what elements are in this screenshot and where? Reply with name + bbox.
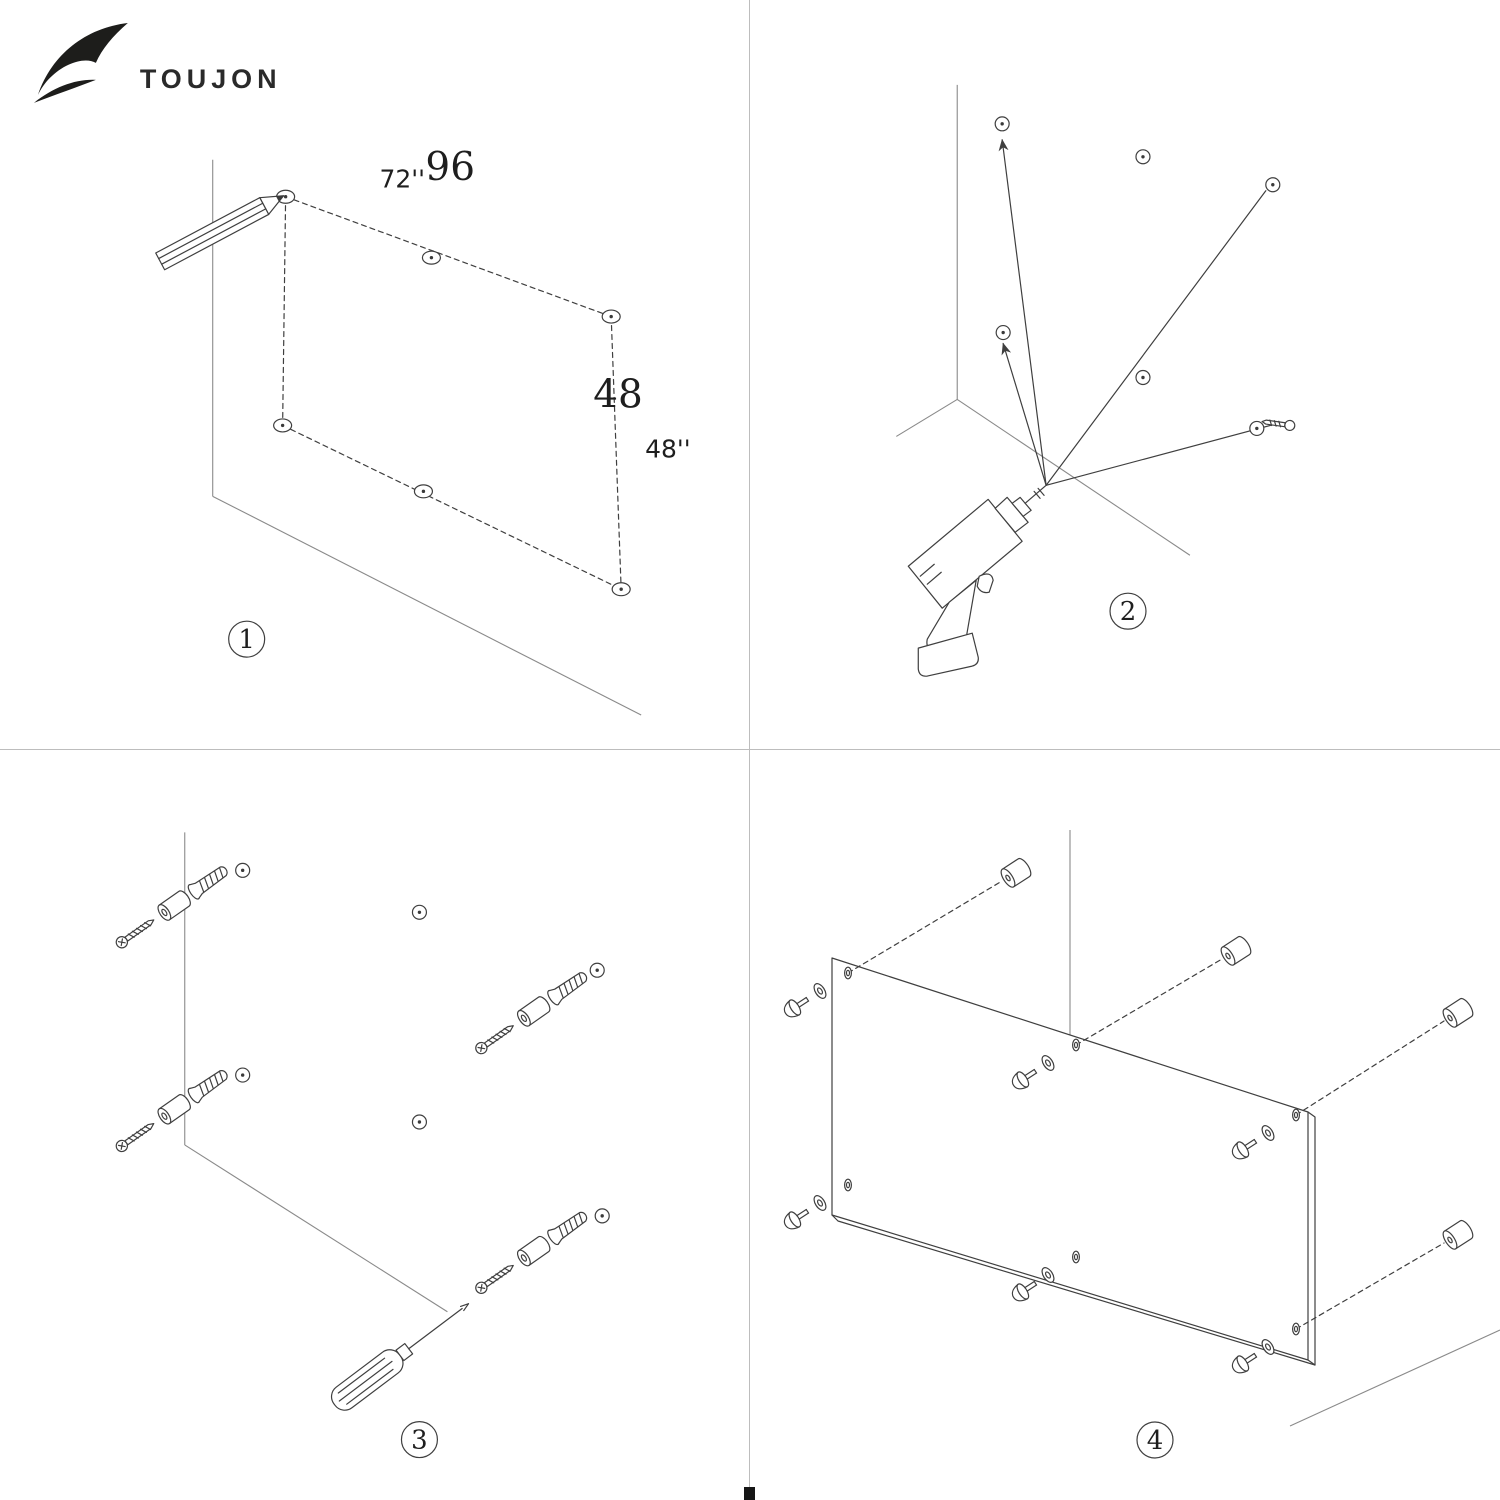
standoff-cap-icon [1217, 933, 1255, 968]
step-4-badge: 4 [1136, 1421, 1174, 1459]
brand-swoosh-underline-icon [33, 79, 96, 103]
alignment-dash-lines [847, 880, 1445, 1330]
step-4-panel: 4 [750, 750, 1500, 1500]
mark-point [273, 418, 293, 433]
marked-outline [282, 196, 622, 590]
anchor-hole-markers [235, 862, 610, 1224]
wall-hole [411, 1114, 428, 1130]
brand-swoosh-icon [37, 22, 128, 95]
step-3-badge: 3 [400, 1421, 439, 1459]
anchor-screw-assembly [111, 861, 232, 954]
standoff-cap-icon [997, 855, 1035, 890]
step-2-panel: 2 [750, 0, 1500, 750]
screwdriver-icon [330, 1303, 470, 1411]
wall-hole [411, 904, 428, 920]
drill-icon [907, 484, 1047, 677]
step-3-panel: 3 [0, 750, 750, 1500]
mark-point [413, 484, 434, 499]
dimension-label-width-secondary: 72'' [379, 165, 424, 194]
wall-hole [235, 1067, 251, 1083]
wall-corner-lines [184, 832, 448, 1313]
step-1-number: 1 [238, 625, 255, 655]
panel-hole [1291, 1108, 1301, 1122]
step-4-illustration: 4 [780, 830, 1500, 1459]
washer-icon [811, 1193, 829, 1213]
mark-point [601, 309, 621, 324]
wall-corner-lines [212, 159, 642, 716]
step-4-number: 4 [1147, 1426, 1164, 1456]
wall-corner-lines [1069, 830, 1500, 1427]
panel-hole [843, 1178, 853, 1192]
step-1-illustration: TOUJON [33, 22, 691, 716]
mark-point [421, 250, 442, 265]
pencil-icon [155, 195, 285, 271]
corner-marks [273, 189, 631, 597]
drill-guide-lines [998, 138, 1279, 486]
step-1-badge: 1 [228, 620, 266, 658]
anchor-screw-assembly [471, 967, 592, 1060]
step-3-number: 3 [411, 1426, 428, 1456]
wall-hole [594, 1208, 610, 1224]
drill-hole [1249, 420, 1265, 437]
screw-icon [780, 991, 813, 1022]
wall-hole [235, 862, 251, 878]
page-fold-mark [744, 1487, 755, 1500]
anchor-screw-assembly [111, 1065, 232, 1158]
anchor-screw-assembly [471, 1206, 592, 1299]
step-3-illustration: 3 [111, 832, 610, 1459]
panel-hole [843, 966, 853, 980]
dimension-label-width-primary: 96 [425, 145, 475, 190]
panel-hole [1071, 1250, 1081, 1264]
wall-corner-lines [896, 84, 1191, 556]
step-2-number: 2 [1120, 597, 1137, 627]
mark-point [611, 582, 631, 597]
washer-icon [811, 981, 829, 1001]
mirror-panel [831, 957, 1316, 1366]
brand-logo: TOUJON [33, 22, 282, 103]
wall-hole [589, 962, 605, 978]
drill-hole [995, 324, 1011, 341]
panel-hole [1291, 1322, 1301, 1336]
brand-wordmark: TOUJON [140, 64, 282, 94]
panel-hole [1071, 1038, 1081, 1052]
screw-icon [1261, 419, 1296, 432]
step-2-illustration: 2 [896, 84, 1296, 677]
drill-hole [1135, 149, 1151, 165]
drill-hole-markers [994, 116, 1281, 437]
step-1-panel: TOUJON [0, 0, 750, 750]
screw-icon [780, 1203, 813, 1234]
step-2-badge: 2 [1109, 592, 1147, 630]
drill-hole [1265, 177, 1281, 193]
drill-hole [994, 116, 1010, 132]
standoff-cap-icon [1439, 995, 1477, 1030]
screw-icon [1228, 1347, 1261, 1378]
drill-hole [1135, 369, 1151, 386]
dimension-label-height-primary: 48 [593, 372, 643, 417]
standoff-cap-icon [1439, 1217, 1477, 1252]
dimension-label-height-secondary: 48'' [645, 434, 690, 463]
